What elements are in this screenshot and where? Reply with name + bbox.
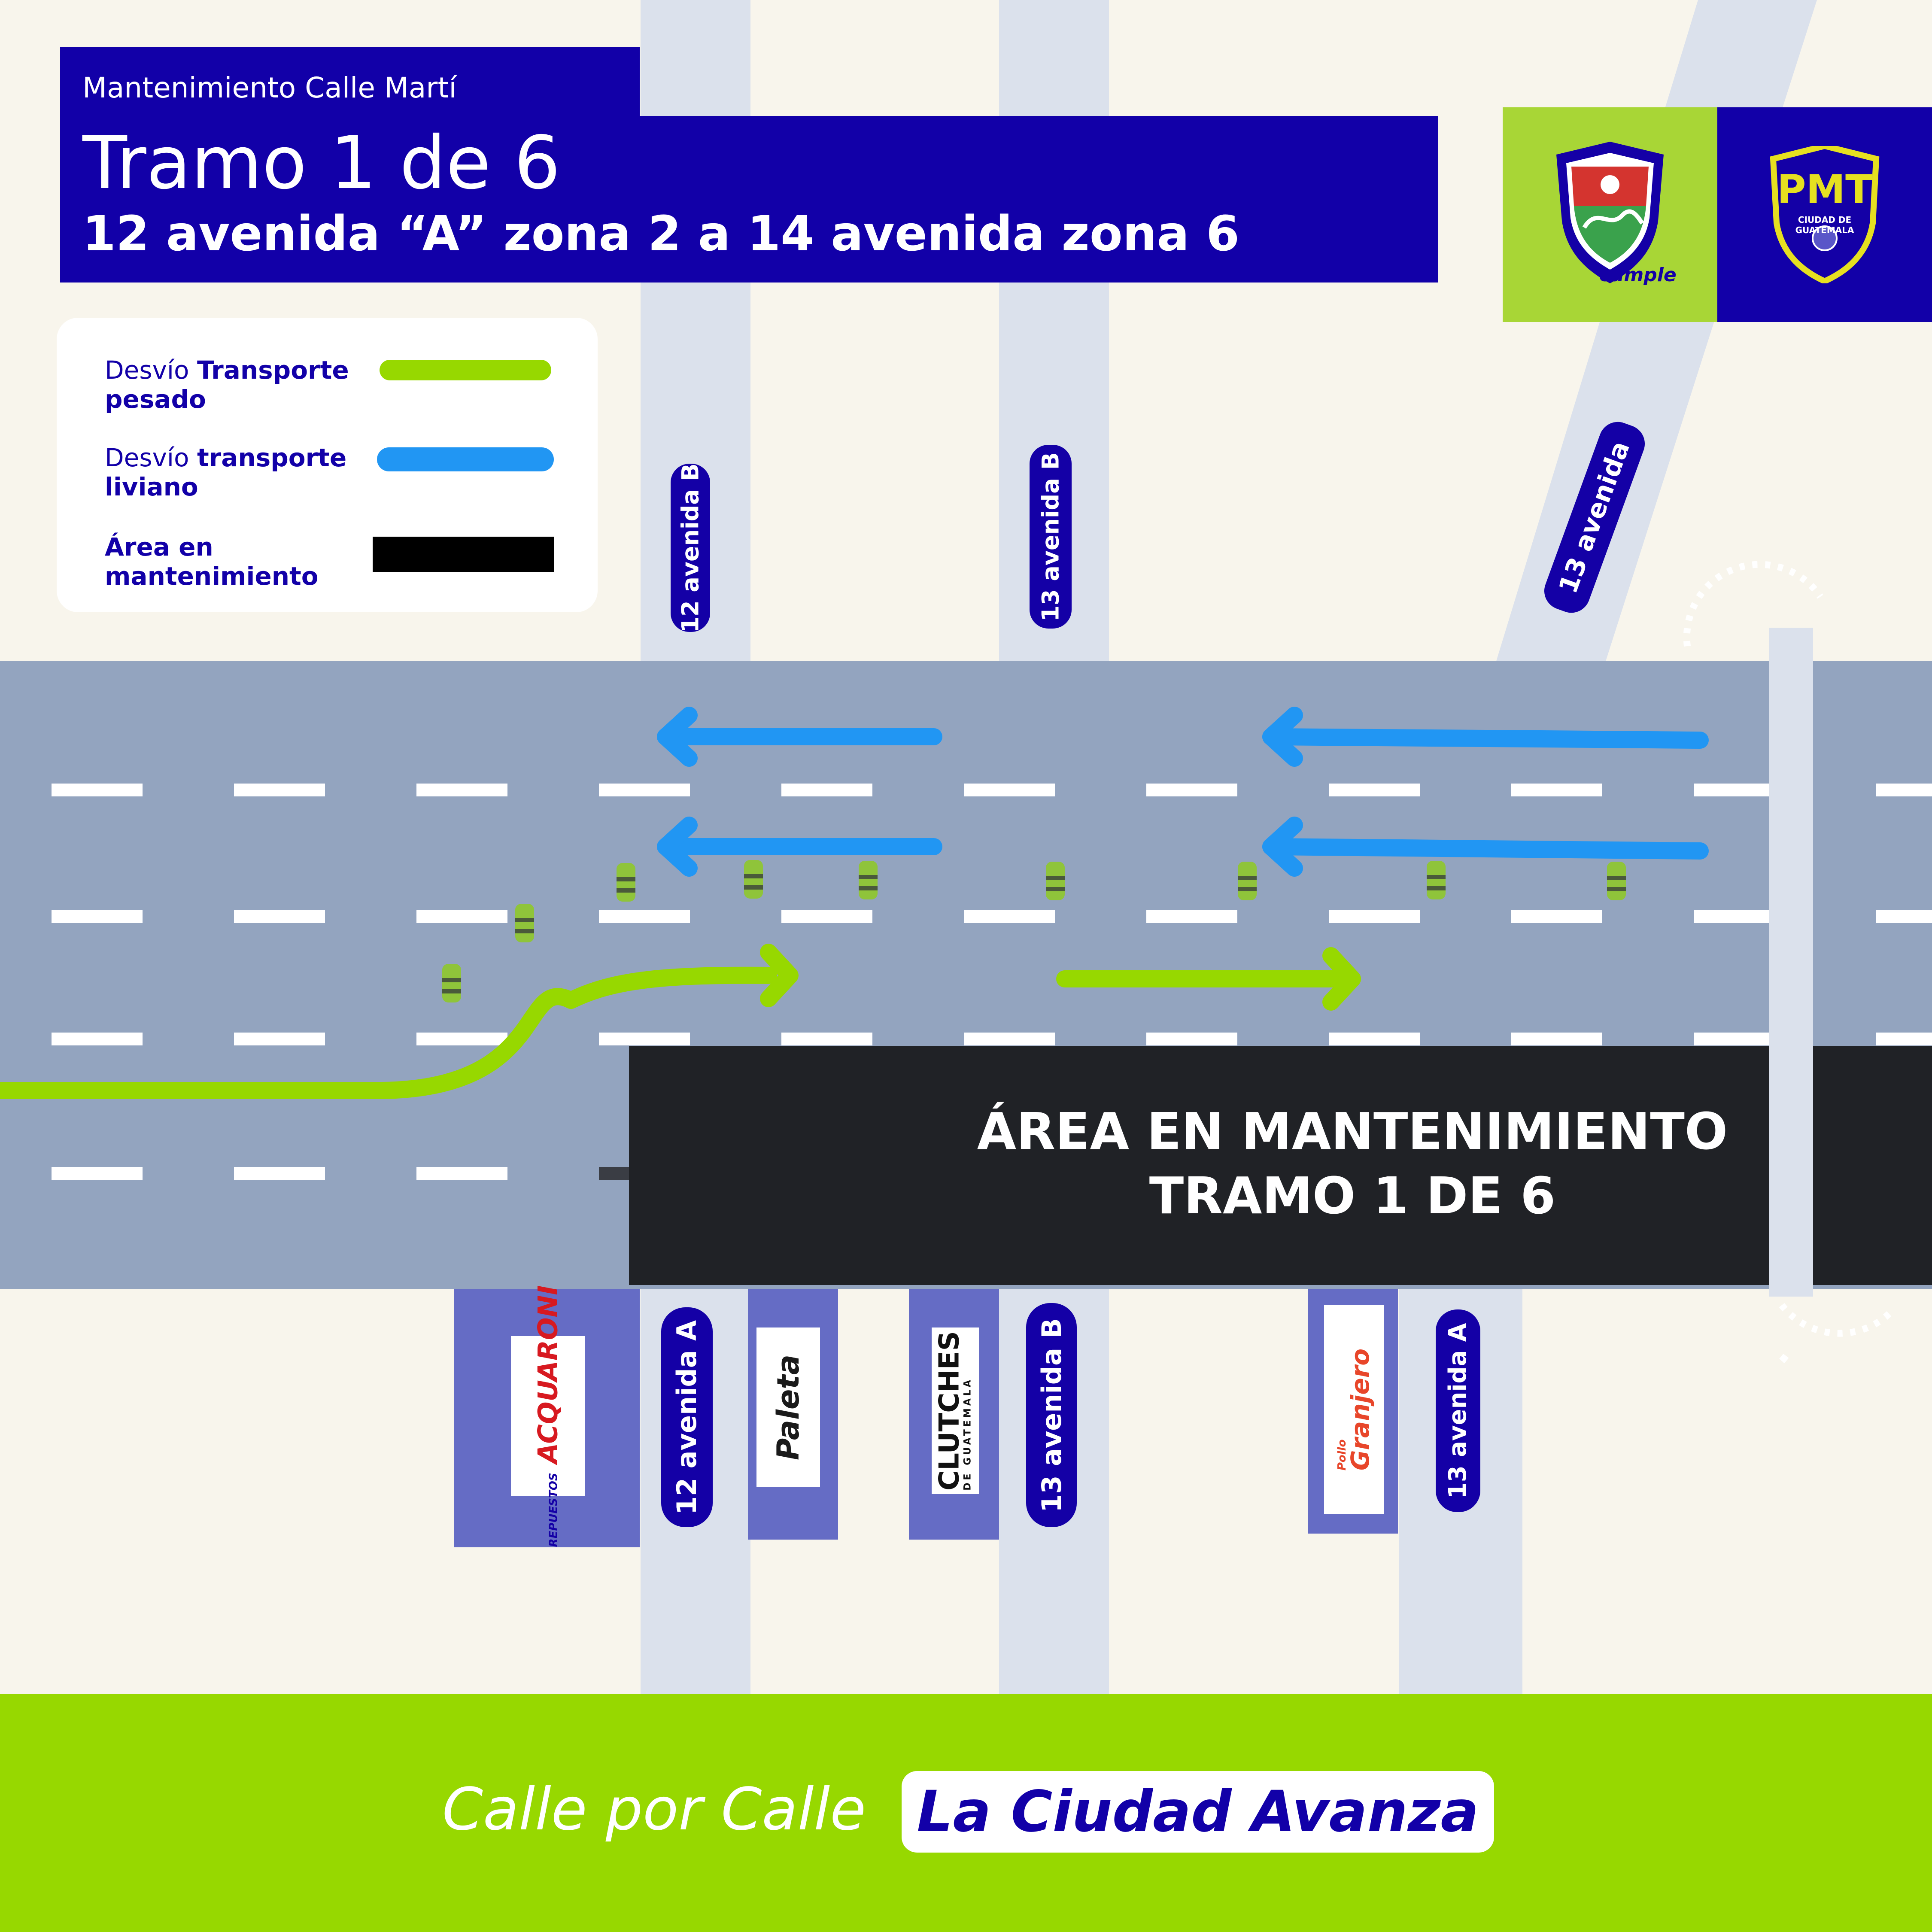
lane-dash <box>1511 784 1602 796</box>
traffic-cone-icon <box>1607 862 1626 900</box>
lane-dash <box>234 1033 325 1045</box>
lane-dash <box>1146 784 1237 796</box>
muni-caption: cumple <box>1599 264 1677 286</box>
street-label-13-avenida-b-bottom: 13 avenida B <box>1026 1303 1077 1527</box>
lane-dash <box>234 1167 325 1180</box>
pmt-logo: PMT CIUDAD DE GUATEMALA <box>1717 107 1932 322</box>
blue-arrow-4 <box>1262 838 1709 860</box>
lane-dash <box>234 784 325 796</box>
street-label-13-avenida-a: 13 avenida A <box>1436 1309 1480 1512</box>
legend-heavy-swatch <box>380 360 551 380</box>
muni-logo: cumple <box>1503 107 1717 322</box>
lane-dash <box>416 910 507 923</box>
maintenance-label: ÁREA EN MANTENIMIENTO TRAMO 1 DE 6 <box>977 1102 1728 1225</box>
maintenance-area <box>629 1046 1932 1285</box>
lane-dash <box>964 784 1055 796</box>
green-detour-curve <box>0 966 777 1099</box>
lane-dash <box>52 1167 143 1180</box>
heavy-transport-route <box>0 944 1361 1099</box>
lane-dash <box>1329 1033 1420 1045</box>
lane-dash <box>52 1033 143 1045</box>
lane-dash <box>964 910 1055 923</box>
dashed-arc-top <box>1683 561 1823 647</box>
lane-dash <box>416 1167 507 1180</box>
header-subtitle: Mantenimiento Calle Martí <box>60 47 640 120</box>
sign-paleta: Paleta <box>756 1327 820 1487</box>
pmt-badge-icon <box>1770 146 1880 283</box>
pmt-logo-subtext: CIUDAD DE GUATEMALA <box>1795 215 1854 235</box>
traffic-cone-icon <box>1046 862 1065 900</box>
lane-dash <box>1876 784 1932 796</box>
lane-dash <box>1329 784 1420 796</box>
header-title: Tramo 1 de 6 <box>82 121 561 206</box>
lane-dash <box>781 1033 872 1045</box>
blue-arrow-2 <box>1262 728 1709 749</box>
traffic-cone-icon <box>617 863 635 902</box>
lane-dash <box>1146 1033 1237 1045</box>
lane-dash <box>52 784 143 796</box>
lane-dash <box>781 910 872 923</box>
pmt-logo-text: PMT <box>1777 167 1872 213</box>
legend-maintenance-swatch <box>373 537 554 572</box>
header-route: 12 avenida “A” zona 2 a 14 avenida zona … <box>82 206 1239 262</box>
traffic-cones <box>442 860 1626 1002</box>
footer-slogan-pill: La Ciudad Avanza <box>902 1771 1494 1853</box>
sign-acquaroni: REPUESTOS ACQUARONI <box>511 1285 585 1547</box>
light-transport-route <box>657 707 1709 877</box>
traffic-cone-icon <box>442 964 461 1002</box>
street-label-12-avenida-b: 12 avenida B <box>671 463 710 632</box>
lane-dash <box>416 1033 507 1045</box>
lane-dash <box>1511 910 1602 923</box>
lane-dash <box>234 910 325 923</box>
street-label-13-avenida-b-top: 13 avenida B <box>1030 445 1072 629</box>
legend-light-swatch <box>377 447 554 471</box>
street-label-12-avenida-a: 12 avenida A <box>661 1307 713 1527</box>
overpass-separator <box>1769 628 1813 1297</box>
lane-dash <box>781 784 872 796</box>
traffic-cone-icon <box>1427 861 1446 899</box>
traffic-cone-icon <box>859 861 878 899</box>
lane-dash <box>1876 1033 1932 1045</box>
lane-dash <box>599 1033 690 1045</box>
lane-dash <box>1329 910 1420 923</box>
lane-dash <box>1146 910 1237 923</box>
lane-dash <box>1876 910 1932 923</box>
lane-dash <box>964 1033 1055 1045</box>
traffic-cone-icon <box>1238 862 1257 900</box>
lane-dash <box>599 784 690 796</box>
footer-slogan-left: Calle por Calle <box>442 1776 866 1844</box>
lane-dash <box>599 910 690 923</box>
lane-dash <box>1511 1033 1602 1045</box>
traffic-cone-icon <box>744 860 763 899</box>
traffic-cone-icon <box>515 904 534 942</box>
muni-shield-icon <box>1556 142 1664 283</box>
lane-dash <box>52 910 143 923</box>
header-title-block: Tramo 1 de 6 12 avenida “A” zona 2 a 14 … <box>60 116 1438 283</box>
dashed-arc-bottom <box>1779 1303 1892 1337</box>
lane-dash <box>416 784 507 796</box>
